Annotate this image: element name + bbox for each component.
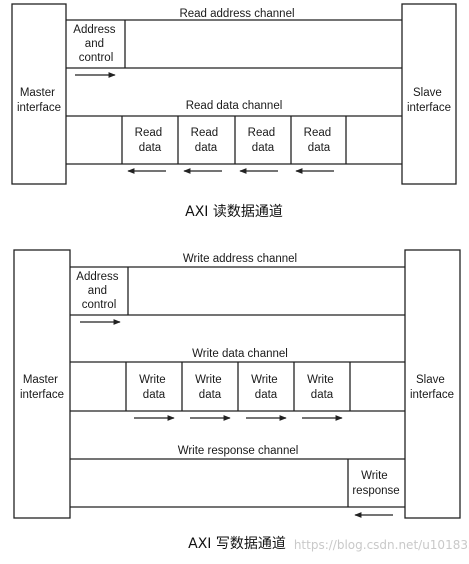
write-slave-interface-box xyxy=(404,249,461,519)
write-address-channel-title: Write address channel xyxy=(183,253,297,265)
write-data-cell-2-label: Write data xyxy=(195,374,225,401)
read-slave-interface-box xyxy=(401,3,457,185)
write-channel-caption: AXI 写数据通道 xyxy=(188,536,286,552)
write-data-cell-1-label: Write data xyxy=(139,374,169,401)
read-address-channel-title: Read address channel xyxy=(179,8,294,20)
write-data-channel-title: Write data channel xyxy=(192,348,288,360)
read-data-channel-title: Read data channel xyxy=(186,100,283,112)
read-channel-diagram: Master interface Slave interface Read ad… xyxy=(11,3,457,220)
write-response-cell-label: Write response xyxy=(352,470,399,497)
read-data-cell-2-label: Read data xyxy=(191,127,222,154)
write-data-cell-3-label: Write data xyxy=(251,374,281,401)
read-data-cell-3-label: Read data xyxy=(248,127,279,154)
read-data-cell-1-label: Read data xyxy=(135,127,166,154)
read-master-interface-label: Master interface xyxy=(17,87,61,114)
read-slave-interface-label: Slave interface xyxy=(407,87,451,114)
write-data-cell-4-label: Write data xyxy=(307,374,337,401)
write-master-interface-label: Master interface xyxy=(20,374,64,401)
write-master-interface-box xyxy=(13,249,71,519)
write-channel-diagram: Master interface Slave interface Write a… xyxy=(13,249,469,552)
read-data-cell-4-label: Read data xyxy=(304,127,335,154)
write-response-channel-title: Write response channel xyxy=(178,445,299,457)
write-address-control-cell-label: Address and control xyxy=(76,271,121,311)
read-channel-caption: AXI 读数据通道 xyxy=(185,203,283,220)
read-address-control-cell-label: Address and control xyxy=(73,24,118,64)
read-master-interface-box xyxy=(11,3,67,185)
write-slave-interface-label: Slave interface xyxy=(410,374,454,401)
watermark-text: https://blog.csdn.net/u1018354741 xyxy=(294,538,469,552)
